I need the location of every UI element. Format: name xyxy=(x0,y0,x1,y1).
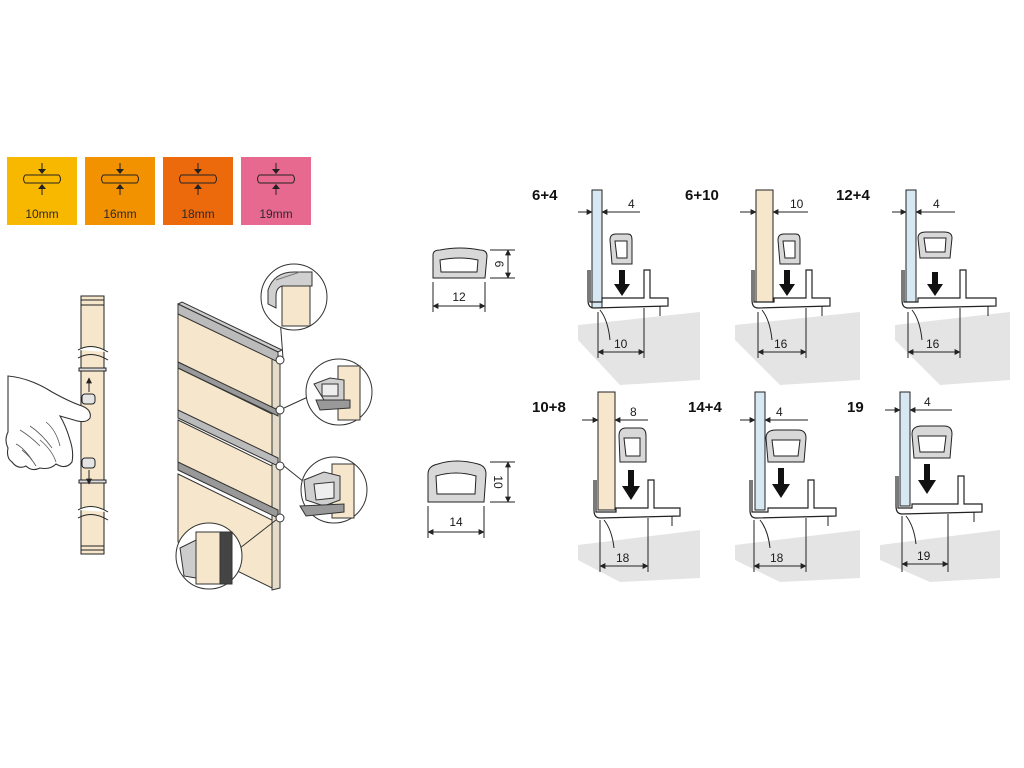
swatch-label: 16mm xyxy=(103,207,137,221)
section-combo-label: 12+4 xyxy=(836,187,870,204)
profile-small-height: 6 xyxy=(492,261,506,268)
section-6-10: 6+10 10 16 xyxy=(685,187,860,385)
section-14-4: 14+4 4 18 xyxy=(688,391,860,582)
thickness-swatch-19mm: 19mm xyxy=(241,157,311,225)
section-top-dim: 10 xyxy=(790,197,804,211)
detail-callout-3 xyxy=(299,456,368,524)
seal-pieces xyxy=(81,393,96,469)
section-10-8: 10+8 8 18 xyxy=(532,391,700,582)
section-19: 19 4 19 xyxy=(847,391,1000,582)
thickness-swatch-16mm: 16mm xyxy=(85,157,155,225)
section-top-dim: 8 xyxy=(630,405,637,419)
section-combo-label: 10+8 xyxy=(532,399,566,416)
section-bottom-dim: 18 xyxy=(770,551,784,565)
section-combo-label: 19 xyxy=(847,399,864,416)
section-top-dim: 4 xyxy=(776,405,783,419)
hand-outline xyxy=(5,375,91,471)
section-bottom-dim: 10 xyxy=(614,337,628,351)
detail-callout-2 xyxy=(305,358,373,426)
seal-profile-small: 12 6 xyxy=(432,247,515,312)
section-bottom-dim: 16 xyxy=(926,337,940,351)
section-combo-label: 6+4 xyxy=(532,187,558,204)
swatch-label: 18mm xyxy=(181,207,215,221)
vertical-strip xyxy=(77,295,109,555)
hand-insertion-illustration xyxy=(5,295,109,555)
section-combo-label: 14+4 xyxy=(688,399,722,416)
section-bottom-dim: 19 xyxy=(917,549,931,563)
thickness-symbol-icon xyxy=(23,163,61,195)
profile-small-width: 12 xyxy=(452,290,466,304)
profile-large-width: 14 xyxy=(449,515,463,529)
rail-2 xyxy=(177,361,279,417)
thickness-symbol-icon xyxy=(101,163,139,195)
thickness-symbol-icon xyxy=(257,163,295,195)
profile-large-height: 10 xyxy=(491,475,505,489)
section-top-dim: 4 xyxy=(924,395,931,409)
thickness-swatch-18mm: 18mm xyxy=(163,157,233,225)
detail-callout-4 xyxy=(175,522,243,590)
section-top-dim: 4 xyxy=(933,197,940,211)
detail-callout-1 xyxy=(260,263,328,331)
section-combo-label: 6+10 xyxy=(685,187,719,204)
section-bottom-dim: 16 xyxy=(774,337,788,351)
thickness-symbol-icon xyxy=(179,163,217,195)
section-6-4: 6+4 4 10 xyxy=(532,187,700,385)
thickness-swatch-10mm: 10mm xyxy=(7,157,77,225)
section-12-4: 12+4 4 16 xyxy=(836,187,1010,385)
seal-profile-large: 14 10 xyxy=(427,460,515,538)
section-bottom-dim: 18 xyxy=(616,551,630,565)
swatch-label: 10mm xyxy=(25,207,59,221)
section-top-dim: 4 xyxy=(628,197,635,211)
swatch-label: 19mm xyxy=(259,207,293,221)
